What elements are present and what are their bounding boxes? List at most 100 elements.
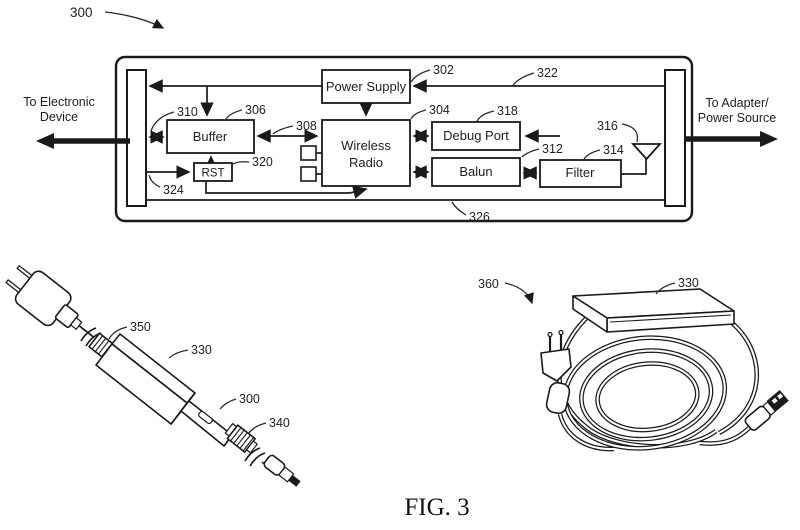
two-prong-plug [540,329,615,452]
balun-block [431,157,521,187]
ref-330-brick: 330 [678,276,699,290]
ref-306: 306 [245,103,266,117]
leader-306 [225,109,243,120]
left-port-label-line2: Device [40,110,78,124]
radio-crystal-bottom [300,166,317,182]
leader-314 [583,149,601,160]
leader-312 [521,148,540,158]
ref-324: 324 [163,183,184,197]
wireless-radio-label-line2: Radio [349,155,383,170]
sleeve-330 [95,333,196,425]
buffer-label: Buffer [193,129,228,144]
cable-assembly-illustration: 360 330 [478,276,789,452]
leader-310 [150,111,175,132]
leader-308 [272,125,294,135]
leader-330-sleeve [168,349,189,359]
ref-300-housing: 300 [70,5,93,20]
block-diagram: To Electronic Device To Adapter/ Power S… [23,5,778,224]
balun-label: Balun [459,164,492,179]
dongle-300 [180,400,233,447]
right-connector-bar [664,69,686,207]
plug-body [540,348,572,382]
ref-350: 350 [130,320,151,334]
debug-port-label: Debug Port [443,128,509,143]
prong-hole [558,329,564,336]
usb-plug-small [263,454,301,487]
figure-caption: FIG. 3 [404,494,469,521]
prong-hole [547,331,553,338]
ref-314: 314 [603,143,624,157]
radio-crystal-top [300,145,317,161]
connector-collar [245,440,258,454]
ref-360: 360 [478,277,499,291]
leader-304 [410,109,427,120]
leader-302 [410,69,431,83]
sleeve-front-face [95,343,188,425]
ref-308: 308 [296,119,317,133]
power-supply-label: Power Supply [326,79,407,94]
rst-label: RST [202,168,225,180]
leader-360 [504,282,534,305]
ref-320: 320 [252,155,273,169]
to-adapter-arrow [684,131,778,147]
ref-340: 340 [269,416,290,430]
cable-break-mark [244,447,261,462]
ref-312: 312 [542,142,563,156]
usb-plug-tip [288,475,301,487]
leader-324 [148,174,161,188]
filter-label: Filter [566,165,596,180]
filter-block [539,159,622,188]
ref-316: 316 [597,119,618,133]
debug-port-block [431,121,521,151]
cable-break-mark [249,452,266,467]
wireless-radio-label-line1: Wireless [341,138,391,153]
inline-adapter-illustration: 350 330 300 340 [5,265,301,487]
leader-322 [512,72,535,86]
dongle-body [180,400,233,447]
brick-edge-line [609,314,732,323]
ref-326: 326 [469,210,490,224]
cable-break-mark [80,327,97,342]
usb-contact [777,393,784,400]
leader-340 [248,422,267,434]
plug-strain-relief [545,381,571,415]
right-port-label-line2: Power Source [698,111,777,125]
brick-end-face [572,295,608,333]
power-brick [572,288,735,333]
leader-318 [476,110,495,122]
ref-310: 310 [177,105,198,119]
ref-304: 304 [429,103,450,117]
antenna-icon [630,143,663,161]
ref-302: 302 [433,63,454,77]
cable-loops-outer [557,311,759,449]
leader-300-housing [104,11,165,29]
dongle-slot [198,410,213,425]
left-connector-bar [126,69,147,207]
wall-charger [5,265,94,338]
ref-300-dongle: 300 [239,392,260,406]
wire-filter-antenna [621,159,647,175]
right-port-label-line1: To Adapter/ [705,96,769,110]
ref-318: 318 [497,104,518,118]
ref-322: 322 [537,66,558,80]
leader-320 [232,161,250,165]
wireless-radio-block [321,119,411,187]
buffer-block [166,119,255,154]
charger-cable [78,325,94,338]
to-electronic-device-arrow [36,133,130,149]
wire-rst-radio [205,181,368,199]
leader-326 [451,201,467,216]
connector-340 [224,423,258,454]
power-supply-block [321,69,411,104]
leader-330-brick [655,282,676,295]
left-port-label-line1: To Electronic [23,95,95,109]
leader-300-dongle [219,398,237,410]
ref-330-sleeve: 330 [191,343,212,357]
leader-316 [621,123,639,143]
usb-contact [771,397,778,404]
connector-knurling [230,427,255,452]
leader-350 [108,326,128,340]
rst-block [193,162,233,182]
